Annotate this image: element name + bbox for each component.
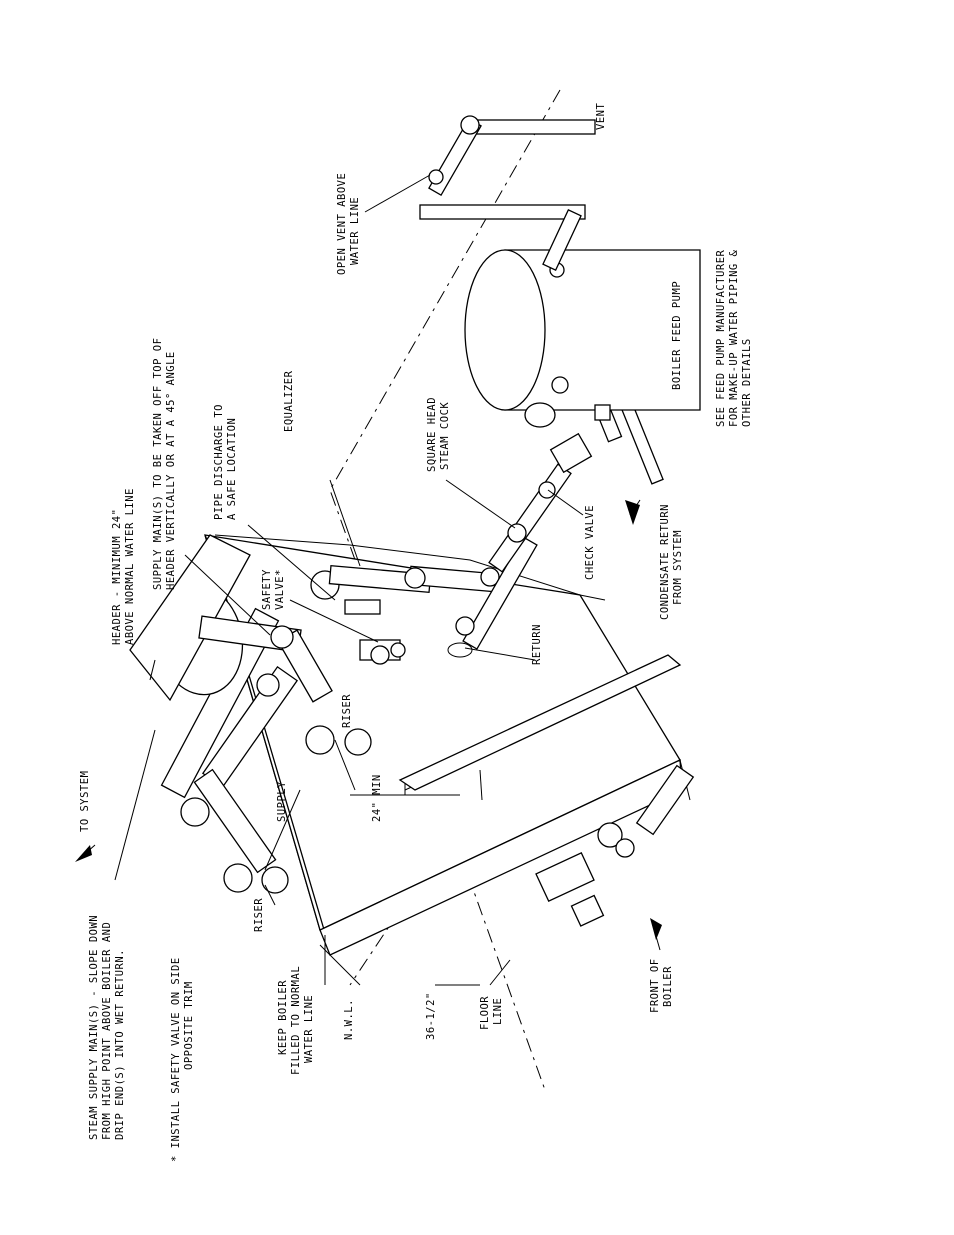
- label-see-feed-2: FOR MAKE-UP WATER PIPING &: [728, 249, 740, 427]
- center-dash-line: [329, 89, 561, 1091]
- front-trim: [535, 764, 695, 927]
- label-see-feed-3: OTHER DETAILS: [741, 338, 753, 427]
- to-system-arrow: [75, 844, 96, 862]
- label-check-valve: CHECK VALVE: [584, 505, 596, 580]
- label-square-head-2: STEAM COCK: [439, 402, 451, 470]
- label-24-min: 24" MIN: [371, 774, 383, 822]
- label-steam-supply-2: FROM HIGH POINT ABOVE BOILER AND: [101, 922, 113, 1140]
- label-install-2: OPPOSITE TRIM: [183, 981, 195, 1070]
- label-supply-main-2: HEADER VERTICALLY OR AT A 45° ANGLE: [165, 351, 177, 590]
- label-see-feed-1: SEE FEED PUMP MANUFACTURER: [715, 249, 727, 427]
- label-return: RETURN: [531, 624, 543, 665]
- label-supply-main-1: SUPPLY MAIN(S) TO BE TAKEN OFF TOP OF: [152, 338, 164, 590]
- label-keep-boiler-1: KEEP BOILER: [277, 980, 289, 1055]
- vent-pipe: [419, 115, 596, 272]
- label-floor-1: FLOOR: [479, 996, 491, 1030]
- label-steam-supply-1: STEAM SUPPLY MAIN(S) - SLOPE DOWN: [88, 915, 100, 1140]
- label-36-1-2: 36-1/2": [425, 992, 437, 1040]
- label-vent: VENT: [595, 103, 607, 130]
- label-header-2: ABOVE NORMAL WATER LINE: [124, 488, 136, 645]
- label-condensate-1: CONDENSATE RETURN: [659, 504, 671, 620]
- condensate-arrow: [625, 500, 640, 525]
- label-nwl: N.W.L.: [343, 999, 355, 1040]
- label-equalizer: EQUALIZER: [283, 370, 295, 432]
- label-install-1: * INSTALL SAFETY VALVE ON SIDE: [170, 957, 182, 1162]
- label-riser-upper: RISER: [341, 694, 353, 728]
- label-safety-valve-1: SAFETY: [261, 569, 273, 610]
- label-riser-lower: RISER: [253, 898, 265, 932]
- label-open-vent-2: WATER LINE: [349, 197, 361, 265]
- header-pipe: [129, 534, 372, 894]
- boiler-feed-pump: [464, 249, 701, 428]
- label-to-system: TO SYSTEM: [79, 771, 91, 832]
- label-boiler-feed-pump: BOILER FEED PUMP: [671, 281, 683, 390]
- label-steam-supply-3: DRIP END(S) INTO WET RETURN.: [114, 949, 126, 1140]
- label-keep-boiler-3: WATER LINE: [303, 995, 315, 1063]
- label-header-1: HEADER - MINIMUM 24": [111, 509, 123, 645]
- label-floor-2: LINE: [492, 998, 504, 1025]
- label-front-1: FRONT OF: [649, 958, 661, 1013]
- safety-valve: [359, 639, 406, 665]
- label-front-2: BOILER: [662, 966, 674, 1007]
- label-pipe-discharge-2: A SAFE LOCATION: [226, 418, 238, 520]
- front-arrow: [650, 918, 662, 940]
- label-condensate-2: FROM SYSTEM: [672, 530, 684, 605]
- label-open-vent: OPEN VENT ABOVE: [336, 173, 348, 275]
- equalizer-pipe: [328, 536, 538, 658]
- label-safety-valve-2: VALVE*: [274, 569, 286, 610]
- label-pipe-discharge-1: PIPE DISCHARGE TO: [213, 404, 225, 520]
- label-supply: SUPPLY: [276, 781, 288, 822]
- label-keep-boiler-2: FILLED TO NORMAL: [290, 966, 302, 1075]
- label-square-head-1: SQUARE HEAD: [426, 397, 438, 472]
